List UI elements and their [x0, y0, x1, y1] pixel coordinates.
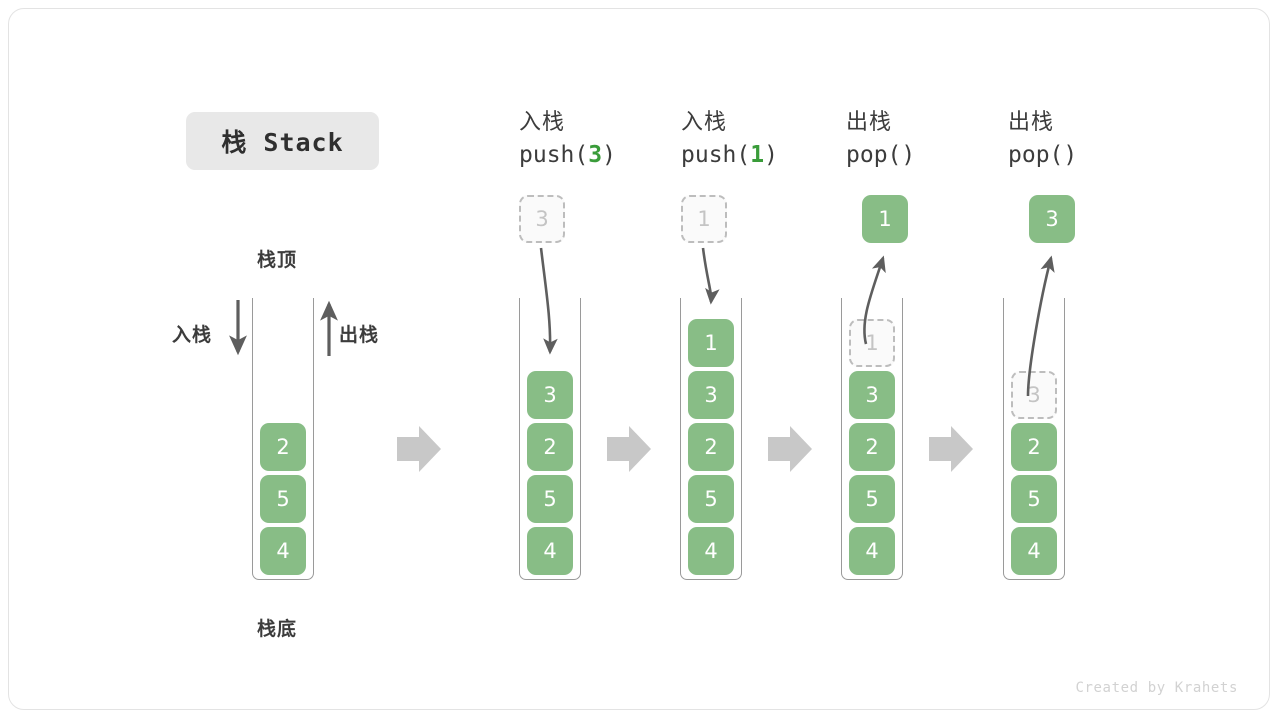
header-op-prefix: pop( [846, 142, 902, 168]
stack-cell: 3 [527, 371, 573, 419]
stack-cell: 4 [849, 527, 895, 575]
stack-cell: 2 [1011, 423, 1057, 471]
stack-cell: 4 [688, 527, 734, 575]
popped-cell: 1 [862, 195, 908, 243]
header-op-prefix: pop( [1008, 142, 1064, 168]
header-op-arg: 1 [750, 142, 765, 168]
header-pop-1: 出栈 pop() [846, 108, 1046, 172]
stack-top-label: 栈顶 [257, 249, 298, 271]
header-op: pop() [1008, 138, 1208, 172]
header-op-suffix: ) [1063, 142, 1078, 168]
header-op-suffix: ) [764, 142, 778, 168]
credit-text: Created by Krahets [1075, 680, 1238, 696]
header-op: push(1) [681, 138, 881, 172]
stack-cell: 4 [1011, 527, 1057, 575]
header-op-arg: 3 [588, 142, 603, 168]
stack-cell: 5 [260, 475, 306, 523]
header-op-prefix: push( [681, 142, 751, 168]
header-push-1: 入栈 push(1) [681, 108, 881, 172]
stack-cell: 1 [688, 319, 734, 367]
header-title: 出栈 [1008, 110, 1055, 135]
stack-container-pop-3 [1003, 298, 1065, 580]
stack-cell: 3 [688, 371, 734, 419]
popped-cell: 3 [1029, 195, 1075, 243]
stack-cell: 5 [688, 475, 734, 523]
ghost-cell-removed: 1 [849, 319, 895, 367]
stack-container-push-3 [519, 298, 581, 580]
stack-cell: 2 [260, 423, 306, 471]
header-op: pop() [846, 138, 1046, 172]
stack-cell: 4 [260, 527, 306, 575]
stack-cell: 4 [527, 527, 573, 575]
stack-cell: 3 [849, 371, 895, 419]
stack-cell: 5 [527, 475, 573, 523]
header-title: 入栈 [519, 110, 566, 135]
header-push-3: 入栈 push(3) [519, 108, 719, 172]
header-op-prefix: push( [519, 142, 589, 168]
stack-cell: 2 [688, 423, 734, 471]
stack-cell: 5 [1011, 475, 1057, 523]
ghost-cell-incoming: 3 [519, 195, 565, 243]
pop-side-label: 出栈 [339, 324, 380, 346]
ghost-cell-incoming: 1 [681, 195, 727, 243]
diagram-title-chip: 栈 Stack [186, 112, 379, 170]
header-title: 出栈 [846, 110, 893, 135]
stack-container-push-1 [680, 298, 742, 580]
stack-container-initial [252, 298, 314, 580]
ghost-cell-removed: 3 [1011, 371, 1057, 419]
header-title: 入栈 [681, 110, 728, 135]
stack-cell: 2 [527, 423, 573, 471]
push-side-label: 入栈 [172, 324, 213, 346]
stack-cell: 5 [849, 475, 895, 523]
header-op-suffix: ) [602, 142, 616, 168]
header-op: push(3) [519, 138, 719, 172]
stack-container-pop-1 [841, 298, 903, 580]
stack-bottom-label: 栈底 [257, 618, 298, 640]
header-pop-3: 出栈 pop() [1008, 108, 1208, 172]
stack-cell: 2 [849, 423, 895, 471]
header-op-suffix: ) [901, 142, 916, 168]
